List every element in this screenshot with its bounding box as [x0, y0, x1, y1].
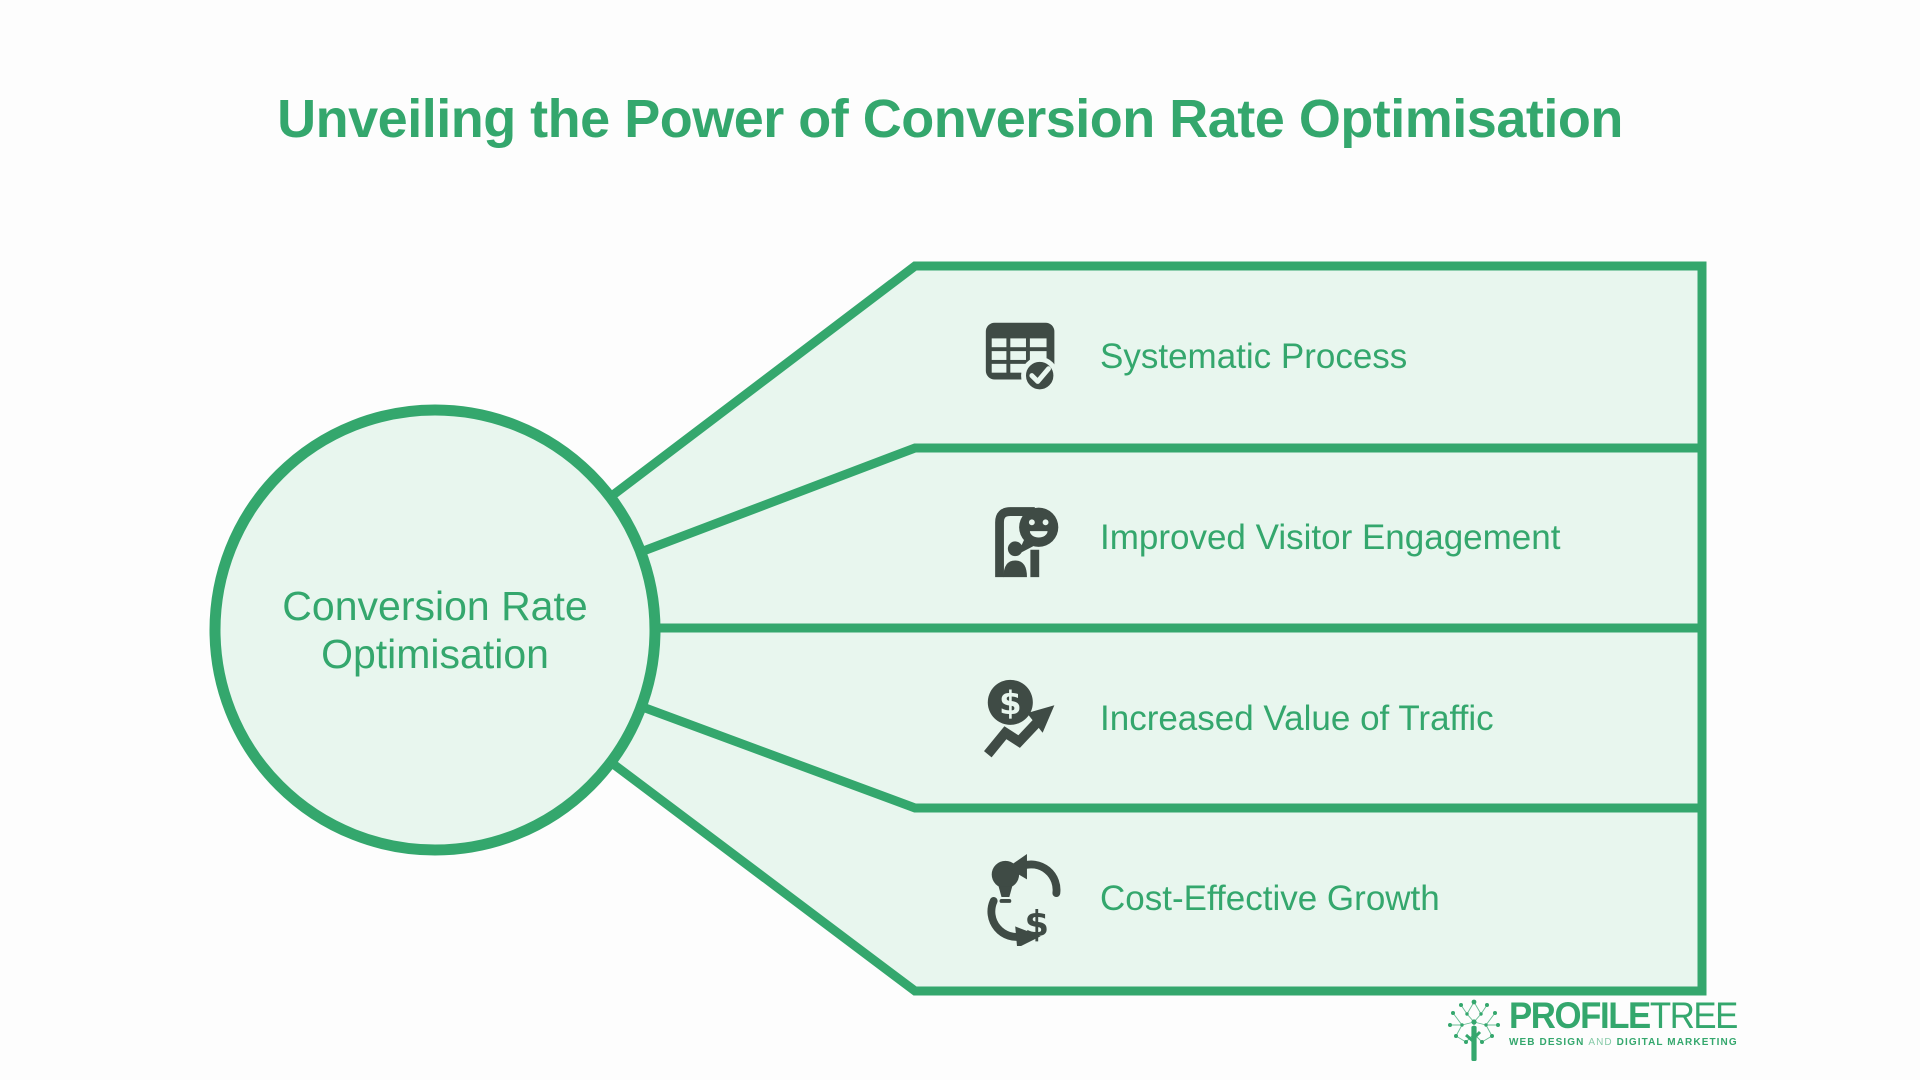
benefit-label: Increased Value of Traffic — [1100, 699, 1494, 738]
logo-tagline-and: AND — [1588, 1037, 1613, 1048]
central-node-label: Conversion Rate Optimisation — [235, 582, 635, 679]
logo-tagline-marketing: DIGITAL MARKETING — [1616, 1037, 1738, 1048]
bulb-dollar-cycle-icon: $ — [987, 853, 1061, 946]
central-node-label-line2: Optimisation — [321, 631, 549, 678]
central-node-circle — [209, 404, 661, 856]
benefit-label: Improved Visitor Engagement — [1100, 518, 1561, 557]
spreadsheet-check-icon — [985, 322, 1059, 395]
logo-tagline: WEB DESIGN AND DIGITAL MARKETING — [1509, 1037, 1752, 1048]
benefit-row-cost-effective-growth: $ Cost-Effective Growth — [978, 843, 1738, 955]
benefit-label: Cost-Effective Growth — [1100, 879, 1440, 918]
logo-wordmark-tree: TREE — [1649, 995, 1739, 1036]
benefit-label: Systematic Process — [1100, 337, 1408, 376]
central-node-label-line1: Conversion Rate — [282, 583, 588, 629]
dollar-growth-arrow-icon: $ — [984, 679, 1055, 758]
svg-text:$: $ — [999, 684, 1021, 722]
benefit-row-traffic-value: $ Increased Value of Traffic — [978, 663, 1738, 775]
visitor-smiley-chat-icon — [995, 507, 1059, 578]
logo-wordmark-profile: PROFILE — [1509, 995, 1651, 1036]
page-title: Unveiling the Power of Conversion Rate O… — [277, 89, 1623, 149]
benefit-row-systematic-process: Systematic Process — [978, 301, 1738, 413]
profiletree-logo-icon — [1448, 999, 1500, 1061]
svg-text:$: $ — [1024, 904, 1049, 945]
logo-tagline-web: WEB DESIGN — [1509, 1037, 1585, 1048]
logo-wordmark: PROFILETREE — [1509, 995, 1739, 1036]
profiletree-logo: PROFILETREE WEB DESIGN AND DIGITAL MARKE… — [1446, 995, 1752, 1062]
benefit-row-visitor-engagement: Improved Visitor Engagement — [978, 482, 1738, 594]
